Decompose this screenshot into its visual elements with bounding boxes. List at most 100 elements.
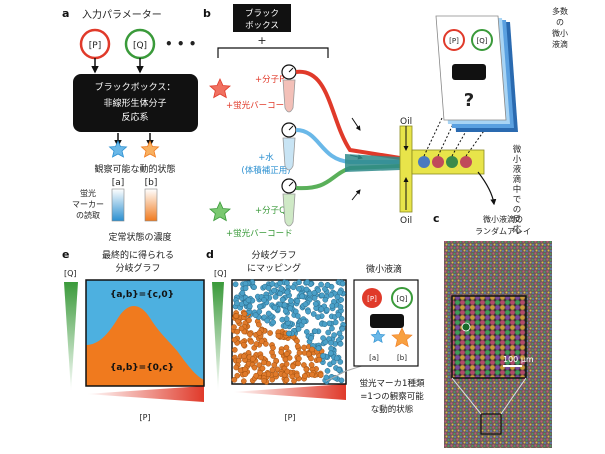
marker-line2: マーカー: [72, 200, 104, 209]
reaction-char: 中: [513, 184, 522, 195]
mapping-droplet: [331, 332, 337, 338]
mapping-droplet: [294, 338, 300, 344]
mapping-droplet: [329, 325, 335, 332]
mapping-droplet: [294, 298, 301, 304]
blackbox-a: ブラックボックス： 非線形生体分子 反応系: [73, 74, 198, 132]
mapping-droplet: [278, 349, 285, 355]
region-top-label: {a,b}={c,0}: [110, 290, 174, 300]
mapping-droplet: [283, 316, 290, 322]
mapping-droplet: [329, 303, 336, 309]
mapping-droplet: [242, 285, 249, 292]
mapping-droplet: [272, 294, 279, 300]
mapping-droplet: [324, 307, 330, 313]
mapping-droplet: [283, 350, 290, 357]
mapping-droplet: [317, 372, 324, 379]
barcode-q-label: +蛍光バーコード: [226, 228, 293, 239]
tube-water: [281, 122, 297, 171]
mapping-droplet: [318, 281, 324, 288]
mapping-droplet: [339, 280, 346, 287]
mapping-droplet: [258, 338, 265, 345]
mapping-droplet: [282, 308, 289, 315]
molecule-p-label: +分子P: [255, 75, 284, 85]
mapping-droplet: [316, 356, 322, 363]
mapping-droplet: [335, 312, 342, 318]
mapping-droplet: [284, 289, 291, 296]
many-line1: 多数: [552, 6, 568, 16]
caption-line3: な動的状態: [371, 404, 414, 415]
caption-line2: =1つの観察可能: [360, 391, 424, 402]
mapping-droplet: [290, 363, 296, 370]
mapping-droplet: [296, 355, 302, 362]
array-source-box: [480, 413, 502, 435]
mapping-droplet: [304, 279, 311, 286]
tube-p: [281, 64, 297, 113]
mapping-droplet: [328, 292, 334, 298]
droplet-a-label: [a]: [369, 354, 379, 362]
array-zoom-box: [451, 295, 527, 379]
mapping-droplet: [308, 335, 314, 341]
star-a-icon: [108, 140, 128, 158]
e-axis-q: [Q]: [64, 269, 77, 278]
mapping-droplet: [333, 355, 340, 362]
mapping-droplet: [271, 362, 278, 368]
mapping-droplet: [322, 296, 329, 303]
mapping-droplet: [295, 360, 301, 367]
marker-b-bar: [144, 188, 158, 222]
blackbox-plus: +: [257, 34, 266, 47]
droplet-3: [446, 156, 458, 168]
mapping-droplet: [328, 345, 334, 352]
mapping-droplet: [241, 353, 247, 360]
mapping-droplet: [261, 359, 267, 366]
droplet-inset-stack: [P] [Q] ?: [435, 15, 518, 132]
mapping-droplet: [267, 330, 273, 336]
reaction-char: 液: [513, 164, 522, 175]
mapping-droplet: [242, 280, 249, 287]
mapping-droplet: [315, 345, 322, 352]
mapping-droplet: [233, 313, 240, 319]
mapping-droplet: [308, 362, 315, 368]
mapping-droplet: [265, 310, 272, 317]
mapping-droplet: [318, 306, 325, 313]
param-p-label: [P]: [89, 41, 101, 51]
mapping-droplet: [269, 367, 276, 373]
mapping-droplet: [294, 372, 300, 379]
final-title-line2: 分岐グラフ: [115, 262, 160, 274]
mapping-droplet: [283, 344, 290, 351]
star-p-icon: [209, 78, 231, 99]
mapping-droplet: [279, 296, 286, 303]
mapping-droplet: [256, 303, 263, 310]
reaction-char: 小: [513, 154, 522, 165]
bifurcation-plot: [85, 279, 205, 387]
mapping-droplet: [241, 310, 248, 317]
oil-bottom-label: Oil: [400, 216, 412, 226]
mapping-droplet: [275, 332, 282, 339]
mapping-droplet: [263, 341, 269, 347]
flow-arrow-p: [351, 117, 361, 131]
reaction-char: 反: [513, 214, 522, 225]
exit-arrow: [477, 171, 497, 206]
many-line2: の: [556, 18, 564, 27]
droplet-detail: [P] [Q] [a] [b]: [353, 279, 419, 367]
state-b-label: [b]: [145, 178, 158, 188]
final-title-line1: 最終的に得られる: [102, 249, 174, 261]
mapping-droplet: [256, 321, 262, 328]
mapping-droplet: [308, 355, 314, 362]
reaction-char: 微: [513, 144, 522, 155]
mapping-droplet: [312, 300, 319, 307]
barcode-p-label: +蛍光バーコード: [226, 100, 293, 111]
mapping-droplet: [311, 295, 318, 301]
mapping-droplet: [270, 344, 276, 351]
panel-label-a: a: [62, 7, 69, 20]
mapping-droplet: [339, 325, 346, 332]
mapping-droplet: [324, 282, 331, 288]
mapping-droplet: [271, 287, 277, 294]
mapping-droplet: [238, 325, 245, 332]
mapping-droplet: [234, 328, 241, 335]
mapping-droplets: [231, 279, 346, 385]
mapping-droplet: [337, 340, 344, 347]
mapping-droplet: [296, 349, 303, 356]
mapping-droplet: [295, 285, 302, 292]
mapping-droplet: [282, 356, 289, 363]
star-q-icon: [209, 201, 231, 222]
